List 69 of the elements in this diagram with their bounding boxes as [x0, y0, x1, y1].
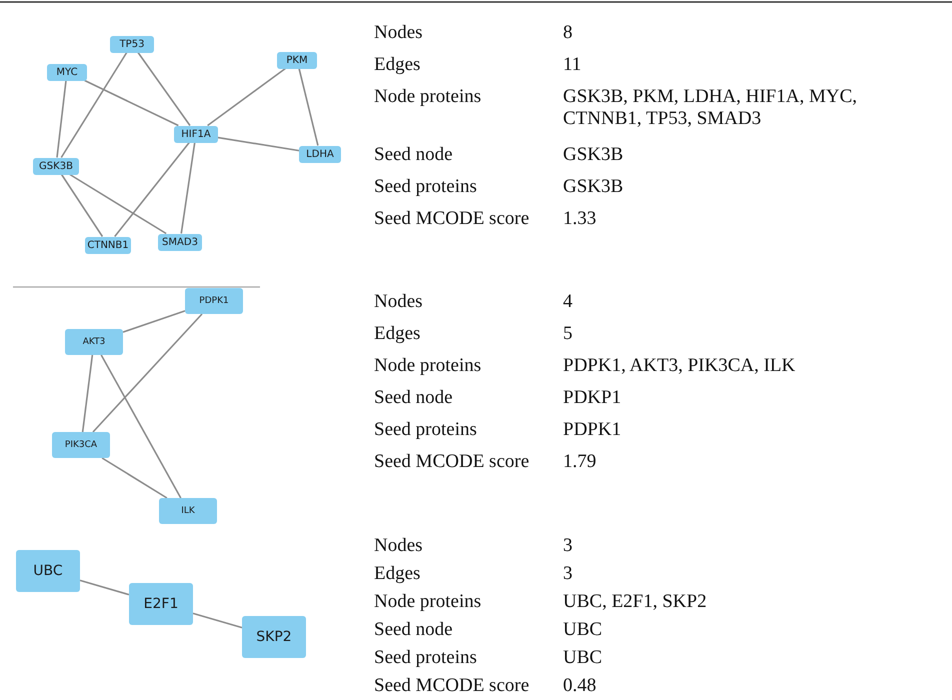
table-value: PDPK1 — [563, 419, 622, 441]
table-value: 1.33 — [563, 208, 598, 230]
table-label: Edges — [374, 54, 422, 76]
table-value: 1.79 — [563, 451, 598, 473]
protein-node: SKP2 — [242, 616, 306, 658]
protein-node: ILK — [159, 498, 217, 524]
protein-node: GSK3B — [33, 158, 79, 174]
table-label: Node proteins — [374, 86, 482, 108]
table-value: UBC, E2F1, SKP2 — [563, 591, 708, 613]
protein-node: PKM — [277, 52, 317, 68]
table-value: GSK3B — [563, 144, 624, 166]
table-value: PDKP1 — [563, 387, 622, 409]
table-label: Nodes — [374, 291, 424, 313]
table-label: Seed proteins — [374, 176, 478, 198]
protein-node: HIF1A — [174, 126, 218, 142]
network-edge — [192, 612, 242, 628]
protein-node: LDHA — [299, 146, 341, 162]
network-edge — [180, 142, 196, 234]
table-label: Nodes — [374, 22, 424, 44]
table-label: Seed node — [374, 144, 454, 166]
table-label: Seed MCODE score — [374, 208, 530, 230]
network-edge — [207, 68, 286, 126]
table-label: Edges — [374, 323, 422, 345]
table-value: 0.48 — [563, 675, 598, 697]
protein-node: AKT3 — [65, 329, 123, 355]
protein-node: MYC — [47, 64, 87, 80]
network-edge — [56, 80, 67, 158]
protein-node: UBC — [16, 550, 80, 592]
network-edge — [60, 174, 104, 237]
table-value: GSK3B — [563, 176, 624, 198]
network-edge — [82, 354, 94, 432]
network-edge — [80, 580, 130, 596]
network-edge — [137, 52, 191, 126]
network-edge — [114, 142, 190, 237]
network-edge — [69, 174, 167, 234]
table-value: GSK3B, PKM, LDHA, HIF1A, MYC, CTNNB1, TP53, SMAD3 — [563, 86, 858, 130]
network-edge — [298, 68, 319, 146]
table-label: Nodes — [374, 535, 424, 557]
table-label: Node proteins — [374, 355, 482, 377]
protein-node: PIK3CA — [52, 432, 110, 458]
network-edge — [102, 457, 168, 499]
table-value: UBC — [563, 619, 604, 641]
table-label: Seed node — [374, 387, 454, 409]
table-value: UBC — [563, 647, 604, 669]
table-value: 8 — [563, 22, 574, 44]
table-label: Seed node — [374, 619, 454, 641]
network-edge — [60, 52, 128, 158]
protein-node: CTNNB1 — [85, 236, 131, 254]
table-label: Seed MCODE score — [374, 451, 530, 473]
network-edge — [122, 310, 186, 333]
table-label: Seed proteins — [374, 647, 478, 669]
protein-node: SMAD3 — [158, 234, 202, 250]
network-edge — [100, 354, 182, 498]
table-value: 11 — [563, 54, 582, 76]
table-label: Edges — [374, 563, 422, 585]
table-label: Seed MCODE score — [374, 675, 530, 697]
network-edge — [84, 80, 179, 126]
protein-node: PDPK1 — [185, 288, 243, 314]
table-value: 3 — [563, 563, 574, 585]
network-edge — [218, 136, 300, 152]
protein-node: E2F1 — [129, 583, 193, 625]
table-value: PDPK1, AKT3, PIK3CA, ILK — [563, 355, 796, 377]
protein-node: TP53 — [110, 36, 154, 52]
table-value: 5 — [563, 323, 574, 345]
table-label: Node proteins — [374, 591, 482, 613]
table-label: Seed proteins — [374, 419, 478, 441]
table-value: 4 — [563, 291, 574, 313]
table-value: 3 — [563, 535, 574, 557]
network-edge — [92, 313, 203, 433]
